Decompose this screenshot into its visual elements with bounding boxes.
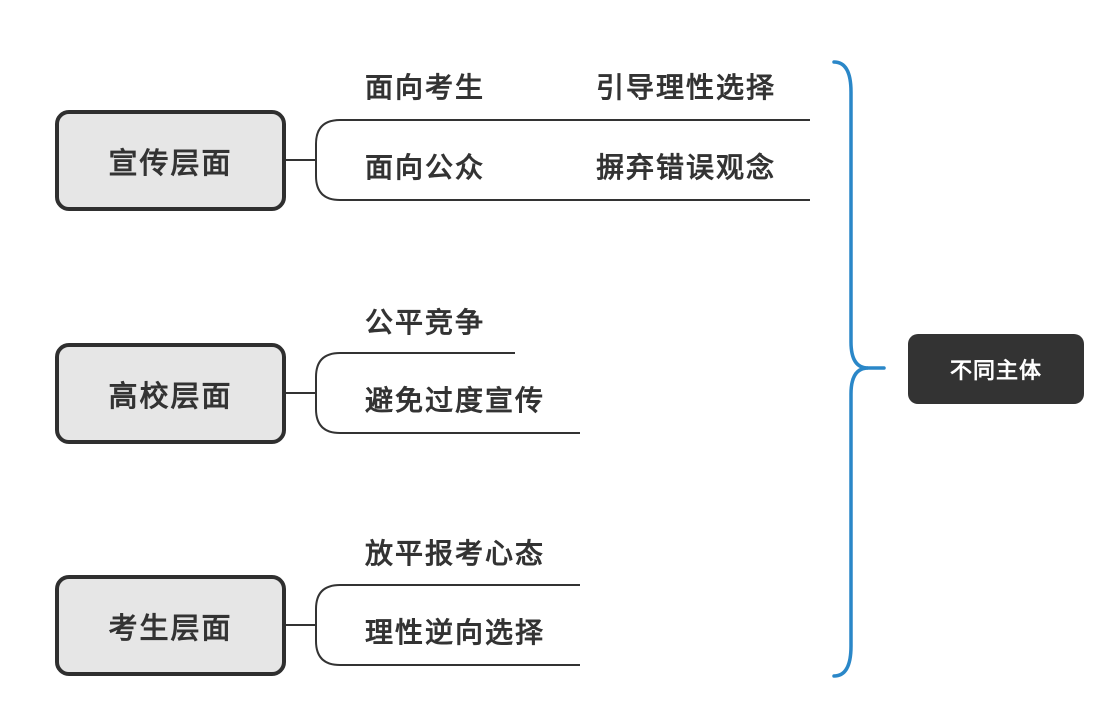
item-label: 放平报考心态 [365, 537, 546, 570]
connector-group-3 [286, 584, 580, 666]
group-box-university: 高校层面 [55, 343, 286, 444]
item-label: 面向考生 [365, 71, 486, 104]
item-detail: 摒弃错误观念 [596, 151, 777, 184]
group-box-publicity: 宣传层面 [55, 110, 286, 211]
item-label: 公平竞争 [365, 306, 486, 339]
item-detail: 引导理性选择 [596, 71, 777, 104]
connector-group-2 [286, 352, 580, 434]
root-node: 不同主体 [908, 334, 1084, 404]
item-label: 避免过度宣传 [365, 384, 546, 417]
item-label: 理性逆向选择 [365, 616, 546, 649]
group-box-examinee: 考生层面 [55, 575, 286, 676]
connector-group-1 [286, 119, 810, 201]
brace [832, 60, 869, 678]
item-label: 面向公众 [365, 151, 486, 184]
